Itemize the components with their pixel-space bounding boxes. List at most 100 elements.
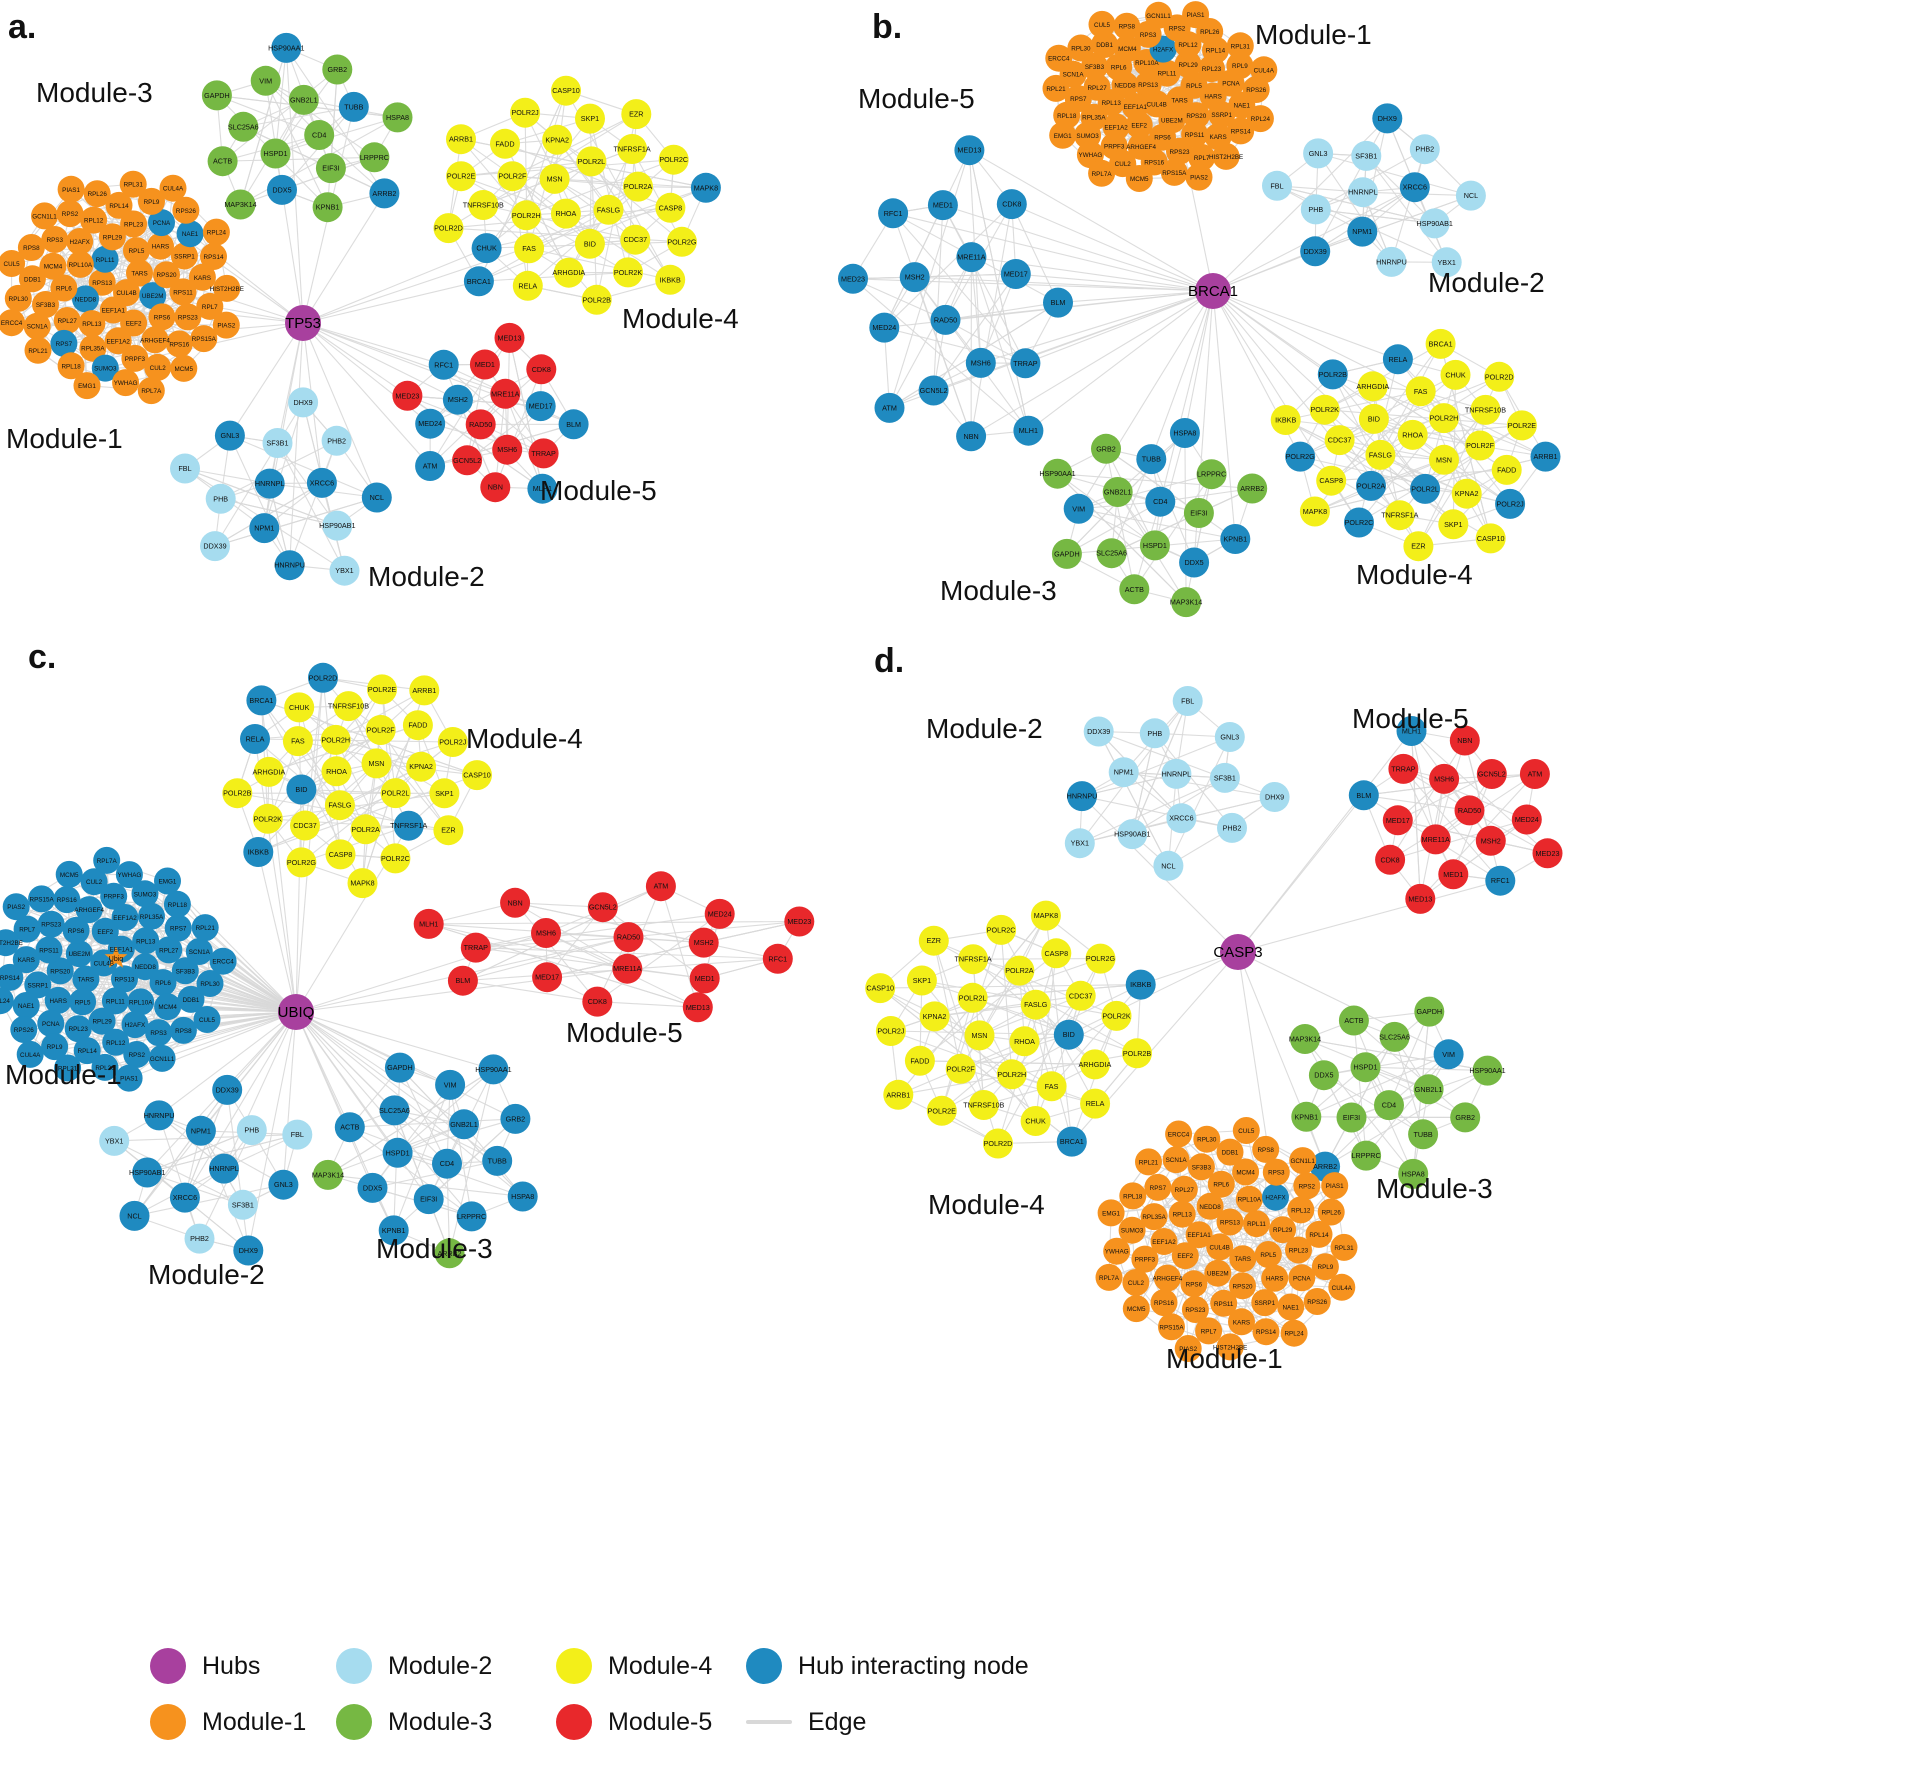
hub-node-casp3[interactable]: [1220, 934, 1256, 970]
network-node-h2afx[interactable]: [1262, 1183, 1289, 1211]
network-node-arrb2[interactable]: [1237, 473, 1268, 504]
network-node-gapdh[interactable]: [1414, 996, 1445, 1027]
network-node-emg1[interactable]: [1097, 1199, 1125, 1227]
network-node-rpl6[interactable]: [50, 274, 78, 302]
network-node-rps14[interactable]: [0, 963, 24, 991]
network-node-sf3b1[interactable]: [1351, 140, 1382, 171]
network-node-rpl31[interactable]: [1330, 1233, 1358, 1261]
network-node-rps11[interactable]: [169, 278, 197, 306]
network-node-kpnb1[interactable]: [378, 1215, 409, 1246]
network-node-tars[interactable]: [1229, 1245, 1257, 1273]
network-node-arhgef4[interactable]: [141, 326, 169, 354]
network-node-med24[interactable]: [704, 898, 735, 929]
network-node-med23[interactable]: [784, 906, 815, 937]
network-node-polr2k[interactable]: [1101, 1000, 1132, 1031]
network-node-fbl[interactable]: [1262, 170, 1292, 201]
network-node-gnl3[interactable]: [214, 420, 245, 451]
network-node-rps11[interactable]: [35, 936, 63, 964]
network-node-eef2[interactable]: [91, 917, 119, 945]
network-node-ncl[interactable]: [119, 1200, 150, 1231]
network-node-polr2j[interactable]: [510, 97, 541, 128]
network-node-rpl18[interactable]: [1119, 1182, 1147, 1210]
network-node-xrcc6[interactable]: [1399, 172, 1430, 203]
network-node-atm[interactable]: [874, 392, 905, 423]
network-node-atm[interactable]: [645, 871, 676, 902]
network-node-rps6[interactable]: [62, 916, 90, 944]
network-node-mcm5[interactable]: [55, 860, 83, 888]
network-node-tnfrsf1a[interactable]: [393, 810, 424, 841]
network-node-rpl10a[interactable]: [127, 988, 155, 1016]
network-node-rpl7a[interactable]: [1095, 1263, 1123, 1291]
network-node-tnfrsf10b[interactable]: [968, 1090, 999, 1120]
network-node-casp10[interactable]: [551, 75, 581, 106]
network-node-rpl23[interactable]: [120, 210, 148, 238]
network-node-fadd[interactable]: [490, 128, 520, 159]
network-node-arrb1[interactable]: [883, 1079, 914, 1110]
network-node-cdc37[interactable]: [620, 224, 651, 255]
network-node-msn[interactable]: [361, 748, 392, 779]
network-node-ssrp1[interactable]: [1251, 1289, 1279, 1317]
network-node-kars[interactable]: [1228, 1308, 1255, 1336]
network-node-pcna[interactable]: [148, 209, 175, 237]
network-node-phb[interactable]: [1300, 194, 1331, 225]
network-node-npm1[interactable]: [185, 1115, 216, 1146]
network-node-gcn5l2[interactable]: [1476, 759, 1507, 789]
network-node-polr2c[interactable]: [380, 843, 411, 874]
network-node-bid[interactable]: [1053, 1019, 1084, 1050]
network-node-rpl10a[interactable]: [66, 250, 94, 278]
network-node-gnb2l1[interactable]: [449, 1109, 479, 1140]
network-node-rps14[interactable]: [1227, 117, 1255, 145]
network-node-msh6[interactable]: [531, 918, 561, 948]
network-node-chuk[interactable]: [284, 692, 315, 723]
network-node-hars[interactable]: [147, 232, 174, 260]
network-node-hnrnpu[interactable]: [274, 550, 305, 581]
network-node-ddx39[interactable]: [1083, 716, 1114, 747]
network-node-fbl[interactable]: [170, 453, 200, 484]
network-node-rpl14[interactable]: [1305, 1220, 1333, 1248]
network-node-nae1[interactable]: [1277, 1293, 1305, 1321]
network-node-kpnb1[interactable]: [1220, 524, 1251, 554]
network-node-rps23[interactable]: [37, 910, 65, 938]
network-node-med23[interactable]: [392, 380, 423, 411]
network-node-eif3i[interactable]: [1336, 1102, 1367, 1133]
network-node-mcm4[interactable]: [39, 252, 67, 280]
network-node-polr2e[interactable]: [367, 674, 397, 705]
network-node-hspa8[interactable]: [1169, 418, 1200, 448]
network-node-polr2f[interactable]: [945, 1053, 976, 1084]
network-node-polr2j[interactable]: [437, 727, 468, 757]
network-node-rps14[interactable]: [1252, 1318, 1280, 1346]
network-node-rpl11[interactable]: [101, 987, 129, 1015]
network-node-tars[interactable]: [126, 259, 153, 287]
network-node-rpl31[interactable]: [119, 170, 147, 198]
network-node-fas[interactable]: [1036, 1071, 1067, 1102]
network-node-ube2m[interactable]: [1204, 1259, 1232, 1287]
network-node-kars[interactable]: [12, 946, 40, 974]
network-node-ddx5[interactable]: [1308, 1060, 1339, 1091]
network-node-hist2h2be[interactable]: [1216, 1333, 1244, 1361]
network-node-vim[interactable]: [1433, 1039, 1464, 1070]
network-node-dhx9[interactable]: [288, 387, 319, 418]
network-node-casp8[interactable]: [1316, 465, 1347, 496]
network-node-med17[interactable]: [532, 962, 563, 993]
network-node-polr2h[interactable]: [511, 200, 542, 231]
network-node-fadd[interactable]: [904, 1045, 935, 1076]
network-node-ddx39[interactable]: [212, 1074, 243, 1105]
network-node-grb2[interactable]: [1091, 433, 1121, 464]
network-node-mapk8[interactable]: [347, 868, 378, 899]
hub-node-ubiq[interactable]: [278, 994, 314, 1030]
network-node-ddx39[interactable]: [200, 531, 230, 562]
network-node-cdc37[interactable]: [1065, 980, 1096, 1011]
network-node-eif3i[interactable]: [413, 1184, 444, 1215]
network-node-ezr[interactable]: [621, 99, 652, 130]
network-node-skp1[interactable]: [906, 965, 937, 996]
network-node-eef2[interactable]: [120, 309, 148, 337]
network-node-polr2c[interactable]: [1344, 507, 1374, 538]
network-node-cul2[interactable]: [1122, 1269, 1150, 1296]
network-node-faslg[interactable]: [324, 790, 355, 821]
network-node-map3k14[interactable]: [1171, 587, 1202, 618]
network-node-rpl30[interactable]: [196, 970, 224, 997]
network-node-cdk8[interactable]: [526, 354, 557, 385]
network-node-rpl30[interactable]: [4, 284, 32, 312]
network-node-cul5[interactable]: [1088, 10, 1116, 38]
network-node-gapdh[interactable]: [201, 80, 232, 111]
